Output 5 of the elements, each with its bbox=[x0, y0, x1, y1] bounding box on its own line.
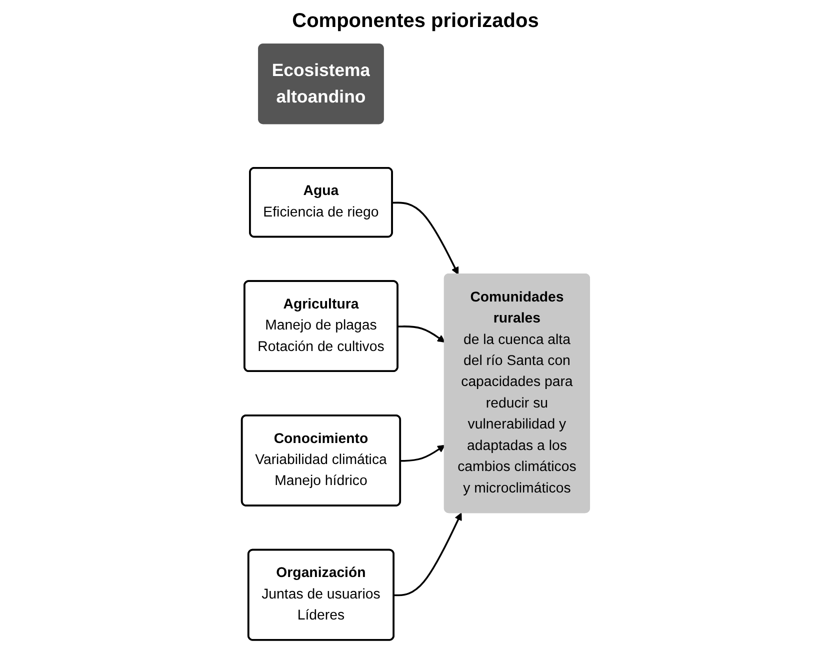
arrow bbox=[394, 512, 462, 596]
arrow bbox=[400, 444, 445, 462]
arrow bbox=[392, 202, 458, 275]
diagram-title: Componentes priorizados bbox=[291, 10, 540, 33]
arrow bbox=[398, 326, 445, 343]
